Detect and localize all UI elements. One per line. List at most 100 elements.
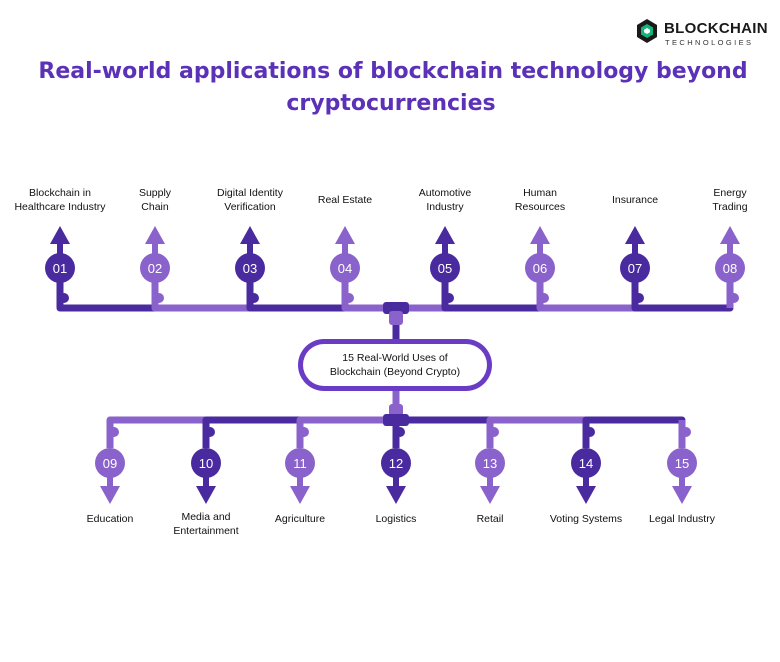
node-joint (634, 293, 644, 303)
blockchain-logo-icon (637, 19, 657, 43)
brand-logo: BLOCKCHAIN TECHNOLOGIES (634, 18, 768, 48)
node-number-badge: 12 (381, 448, 411, 478)
node-number-badge: 03 (235, 253, 265, 283)
node-number-badge: 06 (525, 253, 555, 283)
use-case-label-line: Media and (181, 511, 231, 523)
up-arrow-icon (435, 226, 455, 244)
page-title: Real-world applications of blockchain te… (0, 56, 780, 120)
use-case-label-line: Healthcare Industry (14, 201, 106, 213)
node-joint (109, 427, 119, 437)
node-number-badge: 04 (330, 253, 360, 283)
use-case-label: Insurance (575, 183, 695, 217)
use-case-label-line: Insurance (611, 194, 659, 206)
use-case-label-line: Retail (476, 513, 504, 525)
use-case-label-line: Blockchain in (29, 187, 91, 199)
down-arrow-icon (386, 486, 406, 504)
node-joint (59, 293, 69, 303)
node-joint (154, 293, 164, 303)
use-case-label-line: Digital Identity (217, 187, 283, 199)
trunk-top-cap (383, 302, 409, 314)
page-title-line-2: cryptocurrencies (286, 91, 496, 116)
up-arrow-icon (530, 226, 550, 244)
node-joint (489, 427, 499, 437)
use-case-label-text: Real Estate (318, 193, 372, 207)
use-case-label-line: Automotive (418, 187, 472, 199)
use-case-label-line: Resources (514, 201, 566, 213)
node-number-badge: 01 (45, 253, 75, 283)
use-case-label-line: Energy (713, 187, 747, 199)
central-hub: 15 Real-World Uses of Blockchain (Beyond… (298, 339, 492, 391)
use-case-label: Voting Systems (526, 512, 646, 526)
use-case-label-line: Entertainment (173, 525, 239, 537)
use-case-label: Education (50, 512, 170, 526)
use-case-label-line: Legal Industry (649, 513, 715, 525)
use-case-label-line: Supply (138, 187, 172, 199)
node-joint (444, 293, 454, 303)
use-case-label-line: Voting Systems (549, 513, 623, 525)
down-arrow-icon (672, 486, 692, 504)
use-case-label: Agriculture (240, 512, 360, 526)
down-arrow-icon (480, 486, 500, 504)
node-number-badge: 15 (667, 448, 697, 478)
use-case-label: Real Estate (285, 183, 405, 217)
use-case-label-line: Education (86, 513, 134, 525)
use-case-label: Legal Industry (622, 512, 742, 526)
down-arrow-icon (576, 486, 596, 504)
up-arrow-icon (720, 226, 740, 244)
up-arrow-icon (625, 226, 645, 244)
use-case-label-line: Real Estate (317, 194, 373, 206)
node-joint (539, 293, 549, 303)
node-number-badge: 05 (430, 253, 460, 283)
node-joint (299, 427, 309, 437)
use-case-label-line: Agriculture (274, 513, 326, 525)
node-number-badge: 10 (191, 448, 221, 478)
use-case-label-line: Industry (426, 201, 464, 213)
use-case-label-text: Blockchain in Healthcare Industry (14, 186, 105, 214)
page-title-line-1: Real-world applications of blockchain te… (38, 59, 748, 84)
down-arrow-icon (196, 486, 216, 504)
down-arrow-icon (290, 486, 310, 504)
node-joint (395, 427, 405, 437)
trunk-top-stem (389, 311, 403, 325)
use-case-label-line: Chain (141, 201, 169, 213)
use-case-label-line: Human (523, 187, 557, 199)
use-case-label-line: Logistics (375, 513, 417, 525)
node-number-badge: 09 (95, 448, 125, 478)
use-case-label-line: Trading (712, 201, 748, 213)
brand-name: BLOCKCHAIN (664, 20, 768, 37)
node-joint (344, 293, 354, 303)
node-joint (585, 427, 595, 437)
node-number-badge: 13 (475, 448, 505, 478)
node-joint (729, 293, 739, 303)
hub-line-2: Blockchain (Beyond Crypto) (329, 366, 461, 378)
use-case-label-line: Verification (224, 201, 276, 213)
up-arrow-icon (50, 226, 70, 244)
brand-tagline: TECHNOLOGIES (665, 38, 754, 47)
use-case-label: Logistics (336, 512, 456, 526)
up-arrow-icon (145, 226, 165, 244)
node-joint (681, 427, 691, 437)
use-case-label: Retail (430, 512, 550, 526)
central-hub-text: 15 Real-World Uses of Blockchain (Beyond… (303, 344, 487, 386)
node-number-badge: 14 (571, 448, 601, 478)
use-case-label-text: Insurance (612, 193, 658, 207)
down-arrow-icon (100, 486, 120, 504)
node-number-badge: 08 (715, 253, 745, 283)
node-joint (249, 293, 259, 303)
node-joint (205, 427, 215, 437)
use-case-label: Blockchain in Healthcare Industry (0, 183, 120, 217)
node-number-badge: 02 (140, 253, 170, 283)
hub-line-1: 15 Real-World Uses of (342, 352, 448, 364)
up-arrow-icon (335, 226, 355, 244)
